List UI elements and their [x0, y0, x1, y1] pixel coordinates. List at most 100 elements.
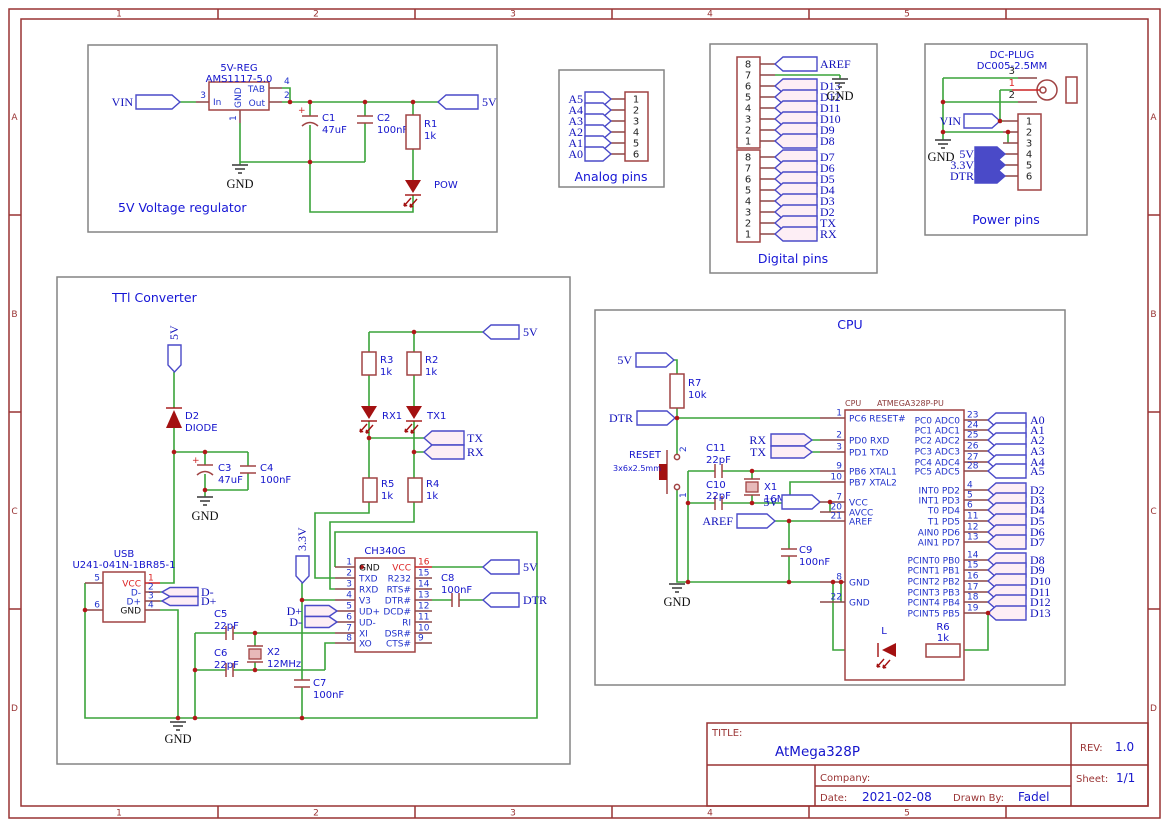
gnd-symbol[interactable]: [231, 164, 249, 174]
capacitor-c1[interactable]: [301, 115, 319, 127]
dc-plug-body[interactable]: [1065, 76, 1078, 104]
port-vin[interactable]: VIN: [112, 94, 182, 110]
net-flag-D7[interactable]: [986, 534, 1027, 550]
net-flag-DTR[interactable]: [974, 168, 1007, 184]
digital-connector-top[interactable]: [736, 56, 761, 149]
net-flag-D+[interactable]: [304, 604, 339, 618]
digital-connector-bottom[interactable]: [736, 149, 761, 243]
net-flag-D13[interactable]: [986, 605, 1027, 621]
regulator-chip[interactable]: [208, 81, 270, 111]
net-flag-5V[interactable]: [635, 352, 676, 368]
net-flag-D8[interactable]: [773, 133, 818, 149]
capacitor-c2[interactable]: [356, 115, 374, 124]
net-flag-AREF[interactable]: [773, 56, 818, 72]
port-5v[interactable]: 5V: [617, 352, 676, 368]
section-cpu[interactable]: CPU 5V R7 10k DTR 2 1 RESET 3x6x2.5mm C1…: [594, 309, 1066, 686]
net-flag-5V[interactable]: [781, 494, 822, 510]
atmega328p-chip[interactable]: [844, 409, 965, 681]
diode-d2[interactable]: [165, 407, 183, 429]
net-flag-D+[interactable]: [160, 595, 199, 607]
resistor-r4[interactable]: [407, 477, 423, 503]
net-flag-5V[interactable]: [167, 344, 182, 374]
port-dtr[interactable]: DTR: [481, 592, 547, 608]
port-dminus[interactable]: D-: [160, 585, 214, 599]
pin-name: UD-: [359, 619, 376, 629]
power-connector[interactable]: [1017, 113, 1042, 191]
net-label: RX: [467, 445, 484, 459]
reset-switch[interactable]: 2 1: [659, 446, 689, 498]
net-flag-RX[interactable]: [773, 226, 818, 242]
net-flag-DTR[interactable]: [636, 410, 677, 426]
capacitor-c7[interactable]: [293, 679, 311, 688]
resistor-r2[interactable]: [406, 351, 422, 376]
gnd-symbol[interactable]: [668, 583, 686, 593]
net-flag-DTR[interactable]: [481, 592, 520, 608]
gnd-symbol[interactable]: [196, 496, 214, 506]
net-flag-3.3V[interactable]: [295, 555, 310, 585]
net-flag-A0[interactable]: [584, 146, 613, 162]
usb-connector[interactable]: [102, 571, 146, 623]
net-flag-5V[interactable]: [436, 94, 479, 110]
resistor-r6[interactable]: [925, 643, 961, 658]
section-ttl-converter[interactable]: TTl Converter 5V D2 DIODE + C3 47uF C4 1…: [56, 276, 571, 765]
pin-number: 2: [633, 106, 639, 117]
port-tx[interactable]: TX: [750, 445, 814, 459]
port-dplus[interactable]: D+: [160, 594, 217, 608]
resistor-r3[interactable]: [361, 351, 377, 376]
capacitor-c4[interactable]: [239, 465, 257, 474]
net-flag-RX[interactable]: [770, 433, 814, 447]
net-label: A1: [568, 136, 583, 150]
crystal-x2[interactable]: [246, 645, 264, 663]
port-rx[interactable]: RX: [749, 433, 814, 447]
port-rx[interactable]: RX: [422, 444, 484, 460]
net-flag-D-[interactable]: [160, 586, 199, 598]
wire-net[interactable]: [674, 359, 989, 651]
port-dplus[interactable]: D+: [287, 604, 339, 618]
section-regulator[interactable]: 5V Voltage regulator VIN 5V 5V-REG AMS11…: [87, 44, 498, 233]
port-dtr[interactable]: DTR: [609, 410, 677, 426]
port-5v[interactable]: 5V: [763, 494, 822, 510]
net-flag-TX[interactable]: [770, 445, 814, 459]
crystal-x1[interactable]: [743, 478, 761, 496]
resistor-r1[interactable]: [405, 114, 421, 150]
net-flag-VIN[interactable]: [135, 94, 182, 110]
port-5v[interactable]: 5V: [481, 559, 538, 575]
value-d2: DIODE: [185, 423, 218, 434]
port-aref[interactable]: AREF: [702, 513, 777, 529]
port-vin[interactable]: VIN: [940, 113, 1002, 129]
gnd-symbol[interactable]: [169, 721, 187, 731]
port-dminus[interactable]: D-: [289, 615, 339, 629]
net-flag-5V[interactable]: [481, 559, 520, 575]
net-flag-RX[interactable]: [422, 444, 465, 460]
ch340g-chip[interactable]: [354, 557, 416, 653]
section-power-pins[interactable]: Power pins DC-PLUG DC005-2.5MM 3 1 2 123…: [924, 43, 1088, 236]
port-tx[interactable]: TX: [422, 430, 483, 446]
resistor-r7[interactable]: [669, 373, 685, 409]
capacitor-c9[interactable]: [780, 548, 798, 557]
frame-col-label: 4: [707, 10, 713, 20]
analog-connector[interactable]: [624, 91, 649, 162]
gnd-symbol[interactable]: [934, 139, 952, 149]
net-flag-TX[interactable]: [422, 430, 465, 446]
net-flag-VIN[interactable]: [963, 113, 1002, 129]
wire-net[interactable]: [84, 331, 538, 719]
net-flag-5V[interactable]: [481, 324, 520, 340]
capacitor-c11[interactable]: [714, 463, 723, 479]
pin-number: 7: [836, 493, 842, 503]
port-5v[interactable]: 5V: [481, 324, 538, 340]
capacitor-c3[interactable]: [196, 464, 214, 476]
net-flag-D-[interactable]: [304, 615, 339, 629]
port-5v[interactable]: 5V: [436, 94, 497, 110]
net-flag-A5[interactable]: [986, 463, 1027, 479]
resistor-r5[interactable]: [362, 477, 378, 503]
wire-net[interactable]: [180, 87, 438, 213]
net-flag-AREF[interactable]: [736, 513, 777, 529]
